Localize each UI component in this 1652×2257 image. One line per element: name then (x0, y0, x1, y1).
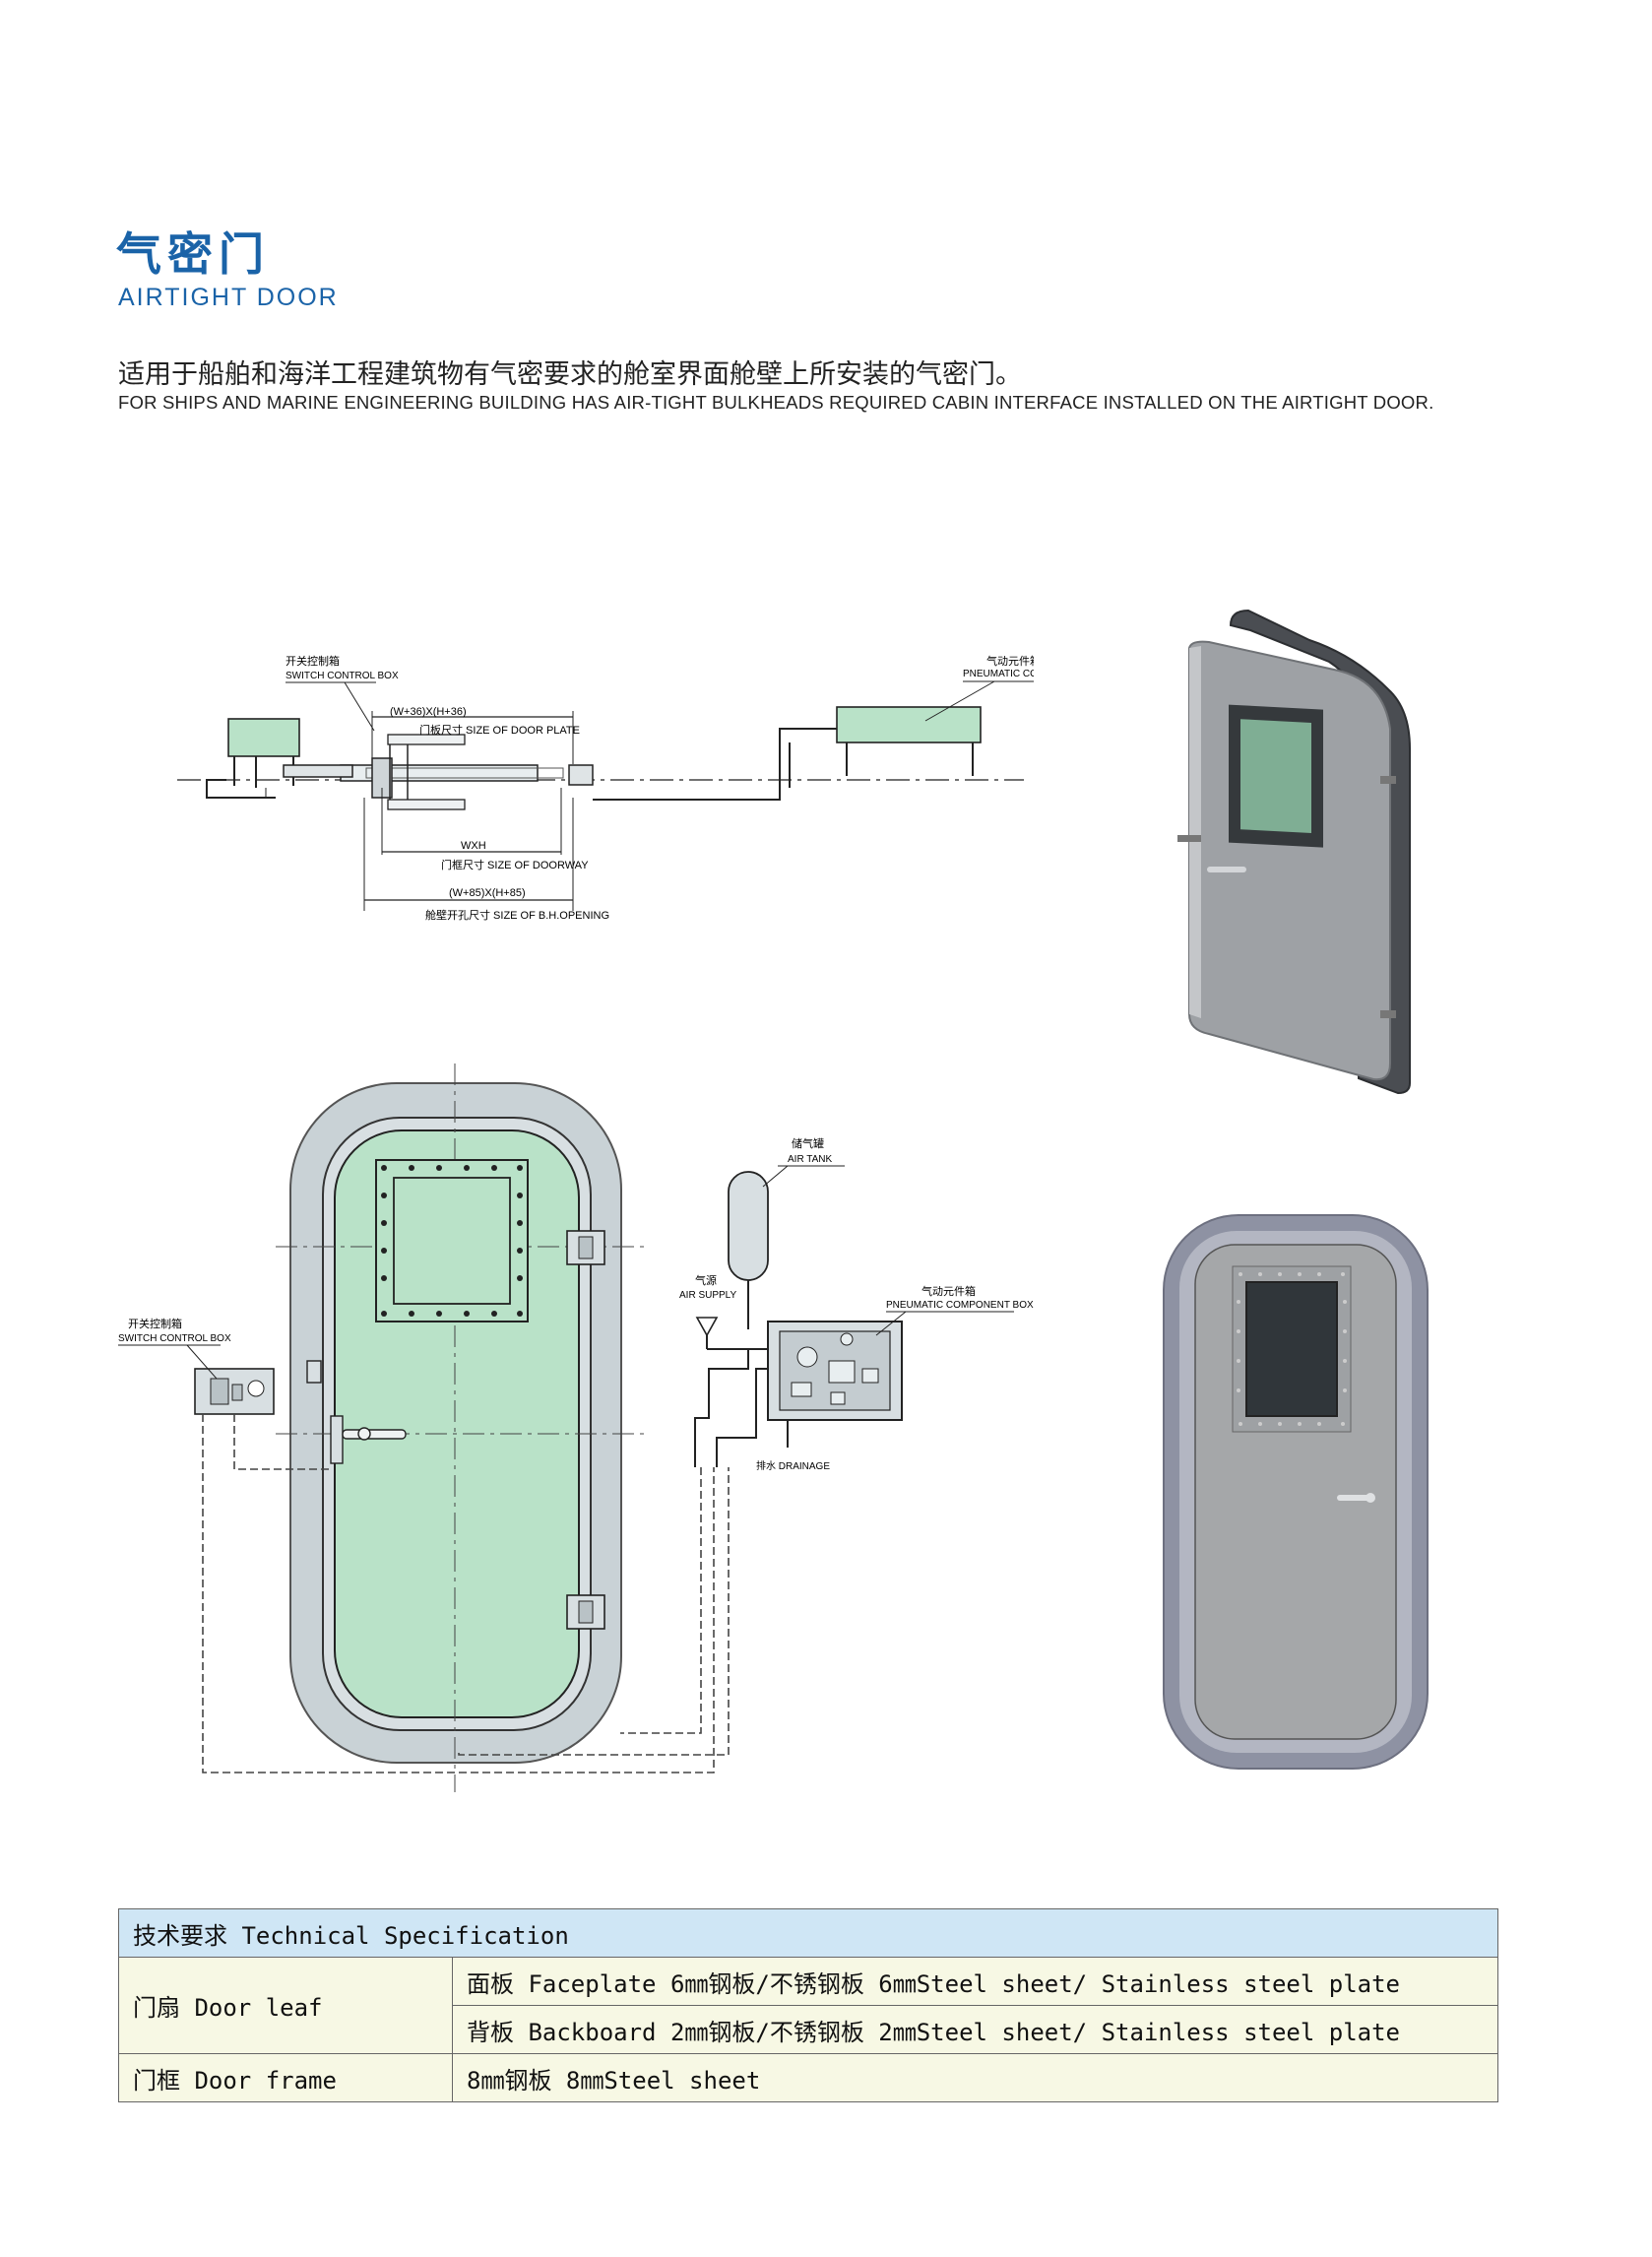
drainage-label: 排水 DRAINAGE (756, 1459, 830, 1472)
dim-opening-formula: (W+85)X(H+85) (449, 887, 526, 899)
plan-pneumatic-box-en: PNEUMATIC COMPONENT BOX (963, 669, 1034, 679)
air-supply-symbol (695, 1317, 719, 1337)
description-en: FOR SHIPS AND MARINE ENGINEERING BUILDIN… (118, 392, 1434, 413)
elev-pneumatic-box-en: PNEUMATIC COMPONENT BOX (886, 1300, 1034, 1311)
elevation-view-drawing: 储气罐 AIR TANK 气源 AIR SUPPLY 气动元件箱 PNEUMAT… (118, 1064, 1034, 1792)
plan-switch-box-en: SWITCH CONTROL BOX (286, 671, 399, 681)
air-tank-en: AIR TANK (788, 1154, 833, 1165)
spec-table-header: 技术要求 Technical Specification (118, 1908, 1498, 1958)
handle-front (1337, 1495, 1374, 1501)
window-front (1245, 1281, 1338, 1417)
air-tank-cn: 储气罐 (792, 1136, 824, 1150)
dim-opening-label: 舱壁开孔尺寸 SIZE OF B.H.OPENING (425, 908, 609, 922)
elev-pneumatic-box-cn: 气动元件箱 (921, 1284, 976, 1298)
faceplate-value: 面板 Faceplate 6㎜钢板/不锈钢板 6㎜Steel sheet/ St… (452, 1957, 1498, 2006)
air-tank (728, 1171, 769, 1281)
door-front-view (1163, 1214, 1429, 1770)
spec-table: 技术要求 Technical Specification 门扇 Door lea… (118, 1908, 1498, 2102)
plan-view-drawing: (W+36)X(H+36) 门板尺寸 SIZE OF DOOR PLATE WX… (177, 654, 1034, 922)
window-glass-3d (1240, 719, 1311, 833)
door-window (393, 1177, 511, 1305)
door-leaf-label: 门扇 Door leaf (118, 1957, 453, 2054)
page-title-en: AIRTIGHT DOOR (118, 284, 339, 311)
door-leaf-3d (1188, 640, 1391, 1081)
elev-switch-box-cn: 开关控制箱 (128, 1317, 182, 1330)
page-title-cn: 气密门 (116, 227, 270, 281)
air-supply-cn: 气源 (695, 1273, 717, 1287)
backboard-value: 背板 Backboard 2㎜钢板/不锈钢板 2㎜Steel sheet/ St… (452, 2005, 1498, 2054)
description-cn: 适用于船舶和海洋工程建筑物有气密要求的舱室界面舱壁上所安装的气密门。 (118, 359, 1022, 390)
door-frame-label: 门框 Door frame (118, 2053, 453, 2102)
door-handle (342, 1429, 407, 1440)
plan-switch-box-cn: 开关控制箱 (286, 654, 340, 668)
dim-doorway-formula: WXH (461, 840, 486, 852)
window-bolts (381, 1165, 523, 1317)
handle-3d (1207, 867, 1246, 872)
dim-doorway-label: 门框尺寸 SIZE OF DOORWAY (441, 858, 589, 871)
door-frame-value: 8㎜钢板 8㎜Steel sheet (452, 2053, 1498, 2102)
air-supply-en: AIR SUPPLY (679, 1290, 736, 1301)
dim-plate-label: 门板尺寸 SIZE OF DOOR PLATE (419, 723, 580, 737)
pneumatic-component-box-shape (836, 706, 982, 743)
elev-switch-box-en: SWITCH CONTROL BOX (118, 1333, 231, 1344)
plan-pneumatic-box-cn: 气动元件箱 (986, 654, 1034, 668)
door-plate-section (340, 764, 539, 782)
door-3d-open-view (1177, 609, 1411, 1095)
switch-control-box-shape (227, 718, 300, 757)
dim-plate-formula: (W+36)X(H+36) (390, 706, 467, 718)
window-rivets-front (1237, 1272, 1347, 1426)
handle-base (330, 1415, 344, 1464)
